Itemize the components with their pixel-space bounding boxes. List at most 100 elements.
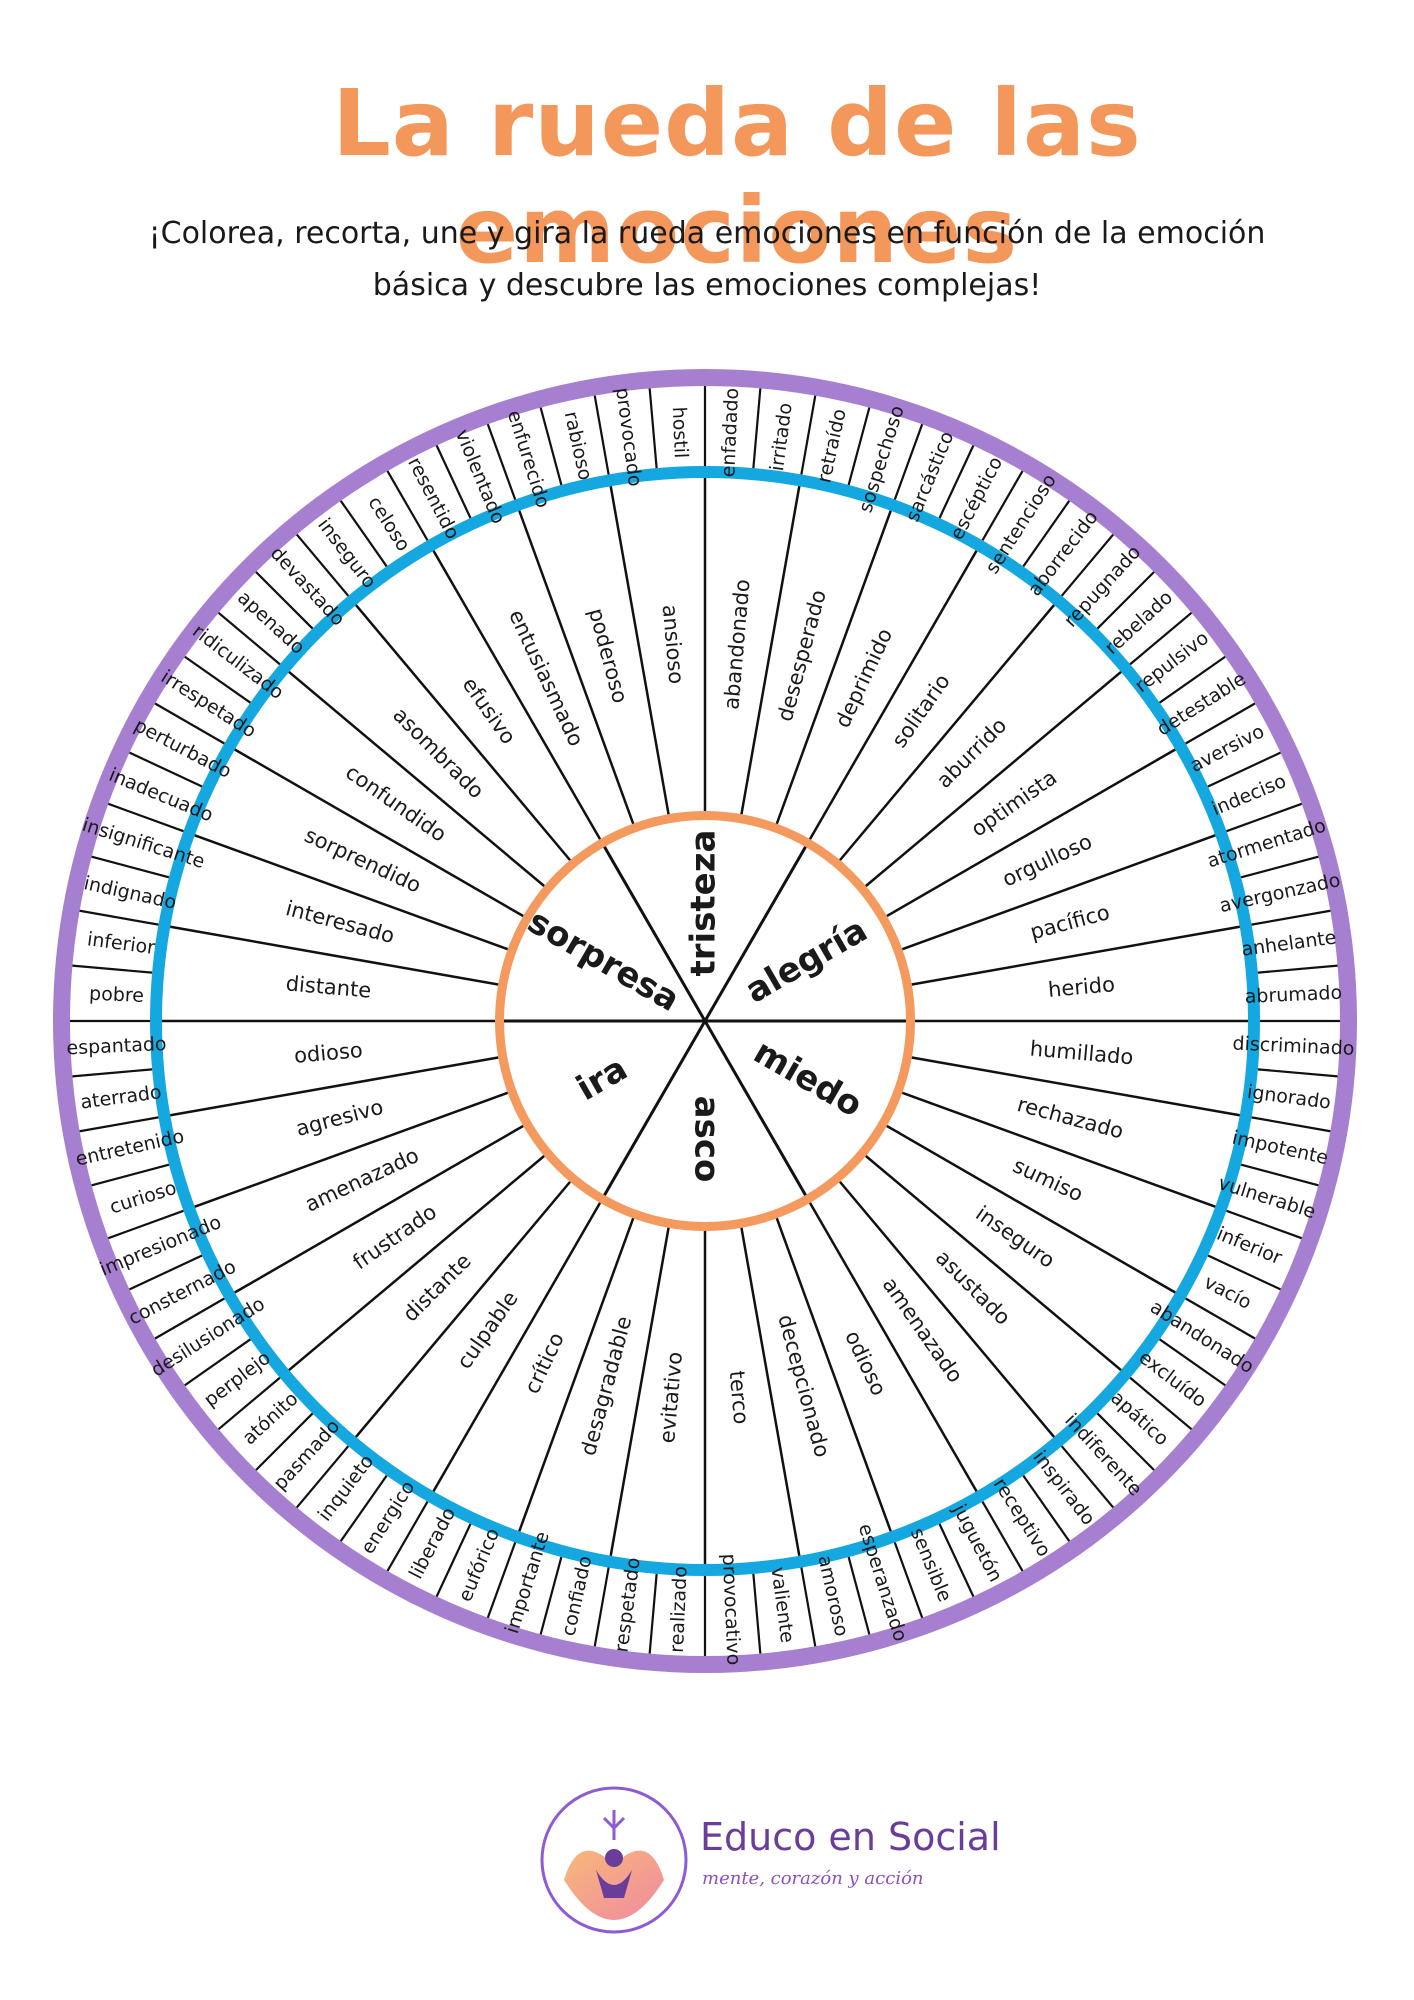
subtitle: ¡Colorea, recorta, une y gira la rueda e… — [60, 208, 1354, 312]
outer-emotion-label: pobre — [89, 983, 145, 1007]
brand-name: Educo en Social — [700, 1815, 1001, 1859]
basic-emotion-label: asco — [687, 1096, 727, 1183]
outer-divider — [435, 1523, 472, 1597]
basic-divider — [603, 846, 707, 1022]
outer-divider — [1226, 802, 1303, 833]
outer-divider — [295, 533, 350, 597]
middle-emotion-label: terco — [725, 1370, 754, 1426]
outer-divider — [154, 702, 225, 745]
middle-emotion-label: herido — [1047, 972, 1116, 1002]
page-title: La rueda de las emociones — [332, 70, 1142, 284]
middle-divider — [808, 1202, 978, 1492]
outer-divider — [539, 407, 563, 486]
outer-divider — [847, 407, 871, 486]
outer-divider — [1185, 1297, 1256, 1340]
brand-tagline: mente, corazón y acción — [702, 1868, 924, 1889]
outer-divider — [184, 1338, 252, 1387]
outer-divider — [79, 909, 159, 926]
outer-divider — [339, 500, 388, 568]
outer-emotion-label: hostil — [668, 406, 692, 458]
middle-divider — [609, 486, 670, 815]
outer-divider — [1207, 1254, 1281, 1291]
outer-divider — [1240, 855, 1319, 879]
outer-divider — [1096, 1412, 1155, 1471]
outer-divider — [129, 751, 203, 788]
basic-divider — [703, 846, 807, 1022]
subtitle-line-1: ¡Colorea, recorta, une y gira la rueda e… — [148, 216, 1266, 251]
outer-divider — [1257, 964, 1338, 974]
outer-divider — [938, 1523, 975, 1597]
outer-divider — [255, 571, 314, 630]
middle-divider — [234, 1124, 524, 1294]
outer-divider — [72, 964, 153, 974]
middle-divider — [194, 1091, 509, 1208]
outer-divider — [1257, 1068, 1338, 1078]
middle-divider — [170, 1056, 499, 1117]
middle-divider — [865, 671, 1122, 887]
outer-divider — [539, 1556, 563, 1635]
outer-divider — [386, 470, 429, 541]
outer-divider — [107, 1209, 184, 1240]
outer-emotion-label: espantado — [66, 1033, 167, 1059]
outer-divider — [217, 611, 281, 666]
outer-divider — [981, 1501, 1024, 1572]
subtitle-line-2: básica y descubre las emociones compleja… — [372, 268, 1042, 303]
outer-divider — [486, 1542, 517, 1619]
middle-divider — [170, 925, 499, 986]
middle-divider — [865, 1155, 1122, 1371]
outer-divider — [1185, 702, 1256, 745]
basic-emotion-label: tristeza — [684, 830, 724, 977]
outer-divider — [1207, 751, 1281, 788]
outer-divider — [217, 1376, 281, 1431]
outer-divider — [1096, 571, 1155, 630]
outer-divider — [1060, 1445, 1115, 1509]
outer-divider — [91, 1163, 170, 1187]
middle-divider — [432, 1202, 602, 1492]
outer-divider — [938, 445, 975, 519]
outer-emotion-label: realizado — [666, 1566, 692, 1653]
middle-divider — [288, 1155, 545, 1371]
outer-divider — [72, 1068, 153, 1078]
educo-logo — [540, 1786, 688, 1934]
outer-divider — [1158, 655, 1226, 704]
middle-divider — [609, 1227, 670, 1556]
middle-divider — [355, 604, 571, 861]
outer-divider — [981, 470, 1024, 541]
outer-divider — [435, 445, 472, 519]
outer-emotion-label: abrumado — [1244, 982, 1342, 1008]
outer-divider — [752, 1573, 762, 1654]
outer-divider — [255, 1412, 314, 1471]
middle-divider — [886, 1124, 1176, 1294]
outer-divider — [79, 1116, 159, 1133]
middle-divider — [740, 486, 801, 815]
outer-divider — [1129, 611, 1193, 666]
outer-divider — [486, 423, 517, 500]
outer-divider — [800, 395, 817, 475]
outer-divider — [91, 855, 170, 879]
wheel-spokes — [70, 386, 1340, 1656]
middle-divider — [432, 550, 602, 840]
outer-emotion-label: enfadado — [717, 387, 743, 477]
outer-divider — [129, 1254, 203, 1291]
outer-divider — [1240, 1163, 1319, 1187]
outer-divider — [800, 1567, 817, 1647]
middle-divider — [775, 1217, 892, 1532]
outer-divider — [154, 1297, 225, 1340]
middle-divider — [901, 834, 1216, 951]
outer-divider — [847, 1556, 871, 1635]
middle-divider — [911, 1056, 1240, 1117]
basic-divider — [703, 1020, 807, 1196]
middle-divider — [355, 1181, 571, 1438]
outer-divider — [1251, 909, 1331, 926]
outer-divider — [184, 655, 252, 704]
outer-divider — [752, 388, 762, 469]
outer-divider — [893, 423, 924, 500]
middle-divider — [886, 748, 1176, 918]
outer-divider — [1022, 1474, 1071, 1542]
middle-emotion-label: odioso — [293, 1038, 363, 1068]
outer-divider — [1022, 500, 1071, 568]
middle-divider — [288, 671, 545, 887]
outer-divider — [593, 1567, 610, 1647]
outer-divider — [1060, 533, 1115, 597]
outer-divider — [593, 395, 610, 475]
